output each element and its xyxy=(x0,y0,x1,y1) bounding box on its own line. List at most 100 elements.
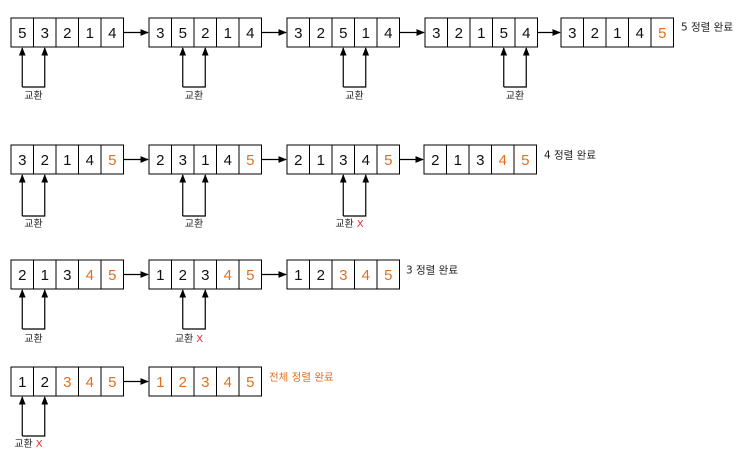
cell-value: 5 xyxy=(521,152,529,169)
cell-value: 3 xyxy=(339,267,347,284)
swap-arrow-right xyxy=(182,174,209,217)
swap-indicator: 교환 xyxy=(18,174,49,230)
cell-value: 4 xyxy=(384,25,392,42)
cell-value: 4 xyxy=(636,25,644,42)
cell-value: 4 xyxy=(224,374,232,391)
swap-label-text: 교환 xyxy=(24,90,42,102)
cell-value: 4 xyxy=(224,152,232,169)
cell-value: 2 xyxy=(317,267,325,284)
pass-status-label: 전체 정렬 완료 xyxy=(269,371,334,384)
swap-label-text: 교환 xyxy=(335,218,353,230)
cell-value: 3 xyxy=(339,152,347,169)
cell-value: 1 xyxy=(613,25,621,42)
swap-arrow-right xyxy=(22,174,49,217)
cell-value: 2 xyxy=(18,267,26,284)
cell-value: 2 xyxy=(455,25,463,42)
swap-label: 교환 xyxy=(185,218,203,230)
cell-value: 5 xyxy=(339,25,347,42)
pass-status-label: 4 정렬 완료 xyxy=(544,149,596,162)
swap-indicator: 교환 xyxy=(500,47,530,102)
cell-value: 2 xyxy=(156,152,164,169)
swap-label: 교환 xyxy=(345,90,363,102)
swap-label-text: 교환 xyxy=(345,90,363,102)
cell-value: 3 xyxy=(201,267,209,284)
cell-value: 5 xyxy=(658,25,666,42)
swap-label-text: 교환 xyxy=(24,333,42,345)
cell-value: 1 xyxy=(362,25,370,42)
cell-value: 3 xyxy=(63,374,71,391)
cell-value: 3 xyxy=(476,152,484,169)
cell-value: 4 xyxy=(86,374,94,391)
swap-arrow-right xyxy=(22,289,49,330)
swap-arrow-right xyxy=(343,47,370,88)
array-cell xyxy=(376,259,400,290)
swap-arrow-right xyxy=(503,47,530,88)
cell-value: 2 xyxy=(41,374,49,391)
cell-value: 2 xyxy=(179,267,187,284)
pass-status-label: 5 정렬 완료 xyxy=(681,21,733,34)
cell-value: 2 xyxy=(431,152,439,169)
cell-value: 5 xyxy=(384,152,392,169)
cell-value: 5 xyxy=(246,374,254,391)
cell-value: 2 xyxy=(317,25,325,42)
cell-value: 2 xyxy=(591,25,599,42)
cell-value: 3 xyxy=(156,25,164,42)
cell-value: 2 xyxy=(41,152,49,169)
cell-value: 4 xyxy=(224,267,232,284)
cell-value: 2 xyxy=(179,374,187,391)
cell-value: 1 xyxy=(18,374,26,391)
array-cell xyxy=(650,17,674,48)
cell-value: 4 xyxy=(86,267,94,284)
cell-value: 1 xyxy=(156,267,164,284)
cell-value: 1 xyxy=(294,267,302,284)
cell-value: 5 xyxy=(246,152,254,169)
cell-value: 4 xyxy=(362,267,370,284)
array-cell xyxy=(513,144,537,175)
cell-value: 5 xyxy=(384,267,392,284)
swap-arrow-right xyxy=(182,47,209,88)
swap-indicator: 교환 xyxy=(339,47,370,102)
array-cell xyxy=(238,366,262,397)
swap-label-text: 교환 xyxy=(185,218,203,230)
swap-indicator: 교환 xyxy=(179,174,209,230)
cell-value: 4 xyxy=(362,152,370,169)
no-swap-mark: X xyxy=(196,334,203,345)
cell-value: 5 xyxy=(246,267,254,284)
cell-value: 3 xyxy=(294,25,302,42)
swap-label: 교환 xyxy=(506,90,524,102)
cell-value: 1 xyxy=(224,25,232,42)
cell-value: 2 xyxy=(294,152,302,169)
cell-value: 5 xyxy=(500,25,508,42)
swap-label: 교환 xyxy=(24,218,42,230)
cell-value: 3 xyxy=(41,25,49,42)
cell-value: 5 xyxy=(108,267,116,284)
cell-value: 1 xyxy=(454,152,462,169)
swap-label-text: 교환 xyxy=(14,438,32,450)
cell-value: 4 xyxy=(108,25,116,42)
cell-value: 1 xyxy=(63,152,71,169)
cell-value: 3 xyxy=(568,25,576,42)
cell-value: 5 xyxy=(179,25,187,42)
cell-value: 1 xyxy=(86,25,94,42)
cell-value: 3 xyxy=(179,152,187,169)
swap-label: 교환 xyxy=(185,90,203,102)
swap-arrow-right xyxy=(182,289,209,330)
